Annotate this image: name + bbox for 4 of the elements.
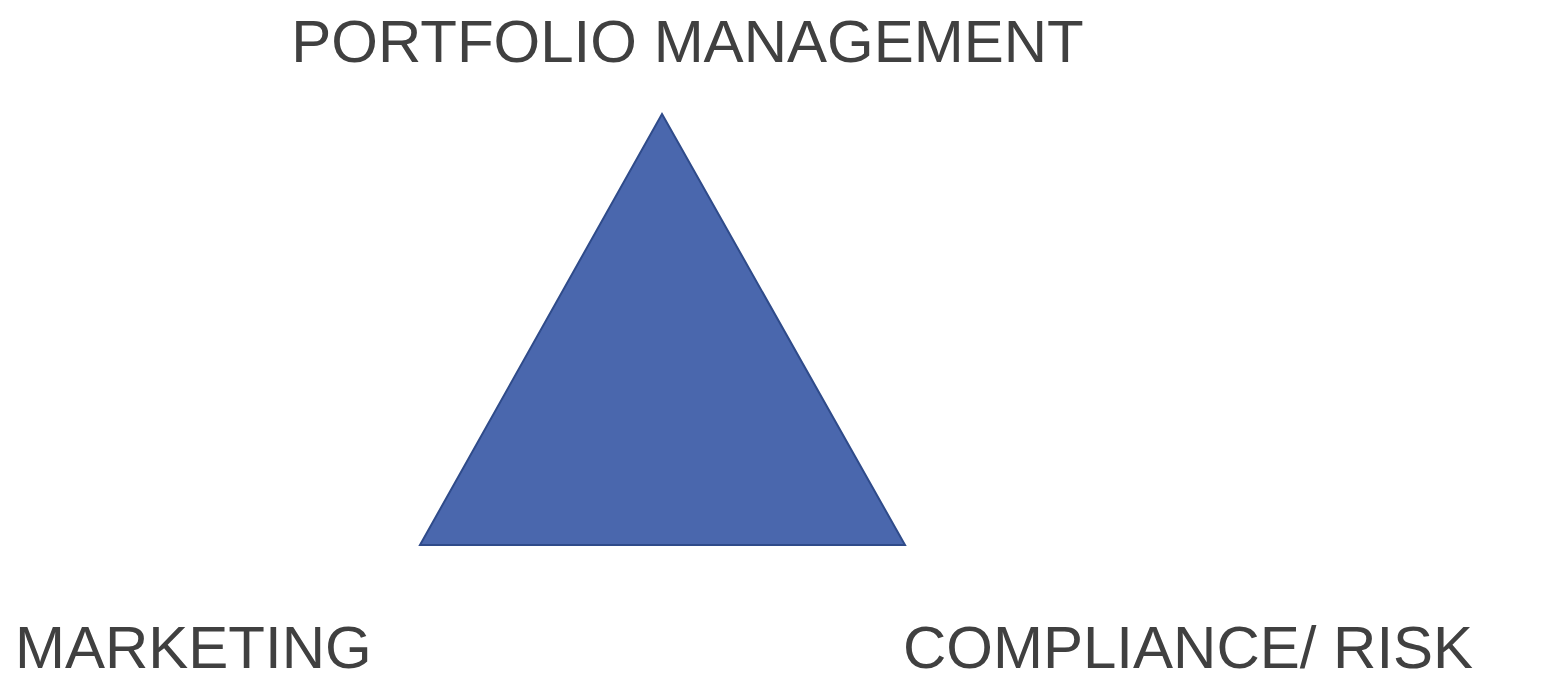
top-label: PORTFOLIO MANAGEMENT (290, 12, 1085, 72)
left-label: MARKETING (15, 618, 373, 678)
triangle-shape (418, 111, 907, 546)
right-label: COMPLIANCE/ RISK (903, 618, 1475, 678)
